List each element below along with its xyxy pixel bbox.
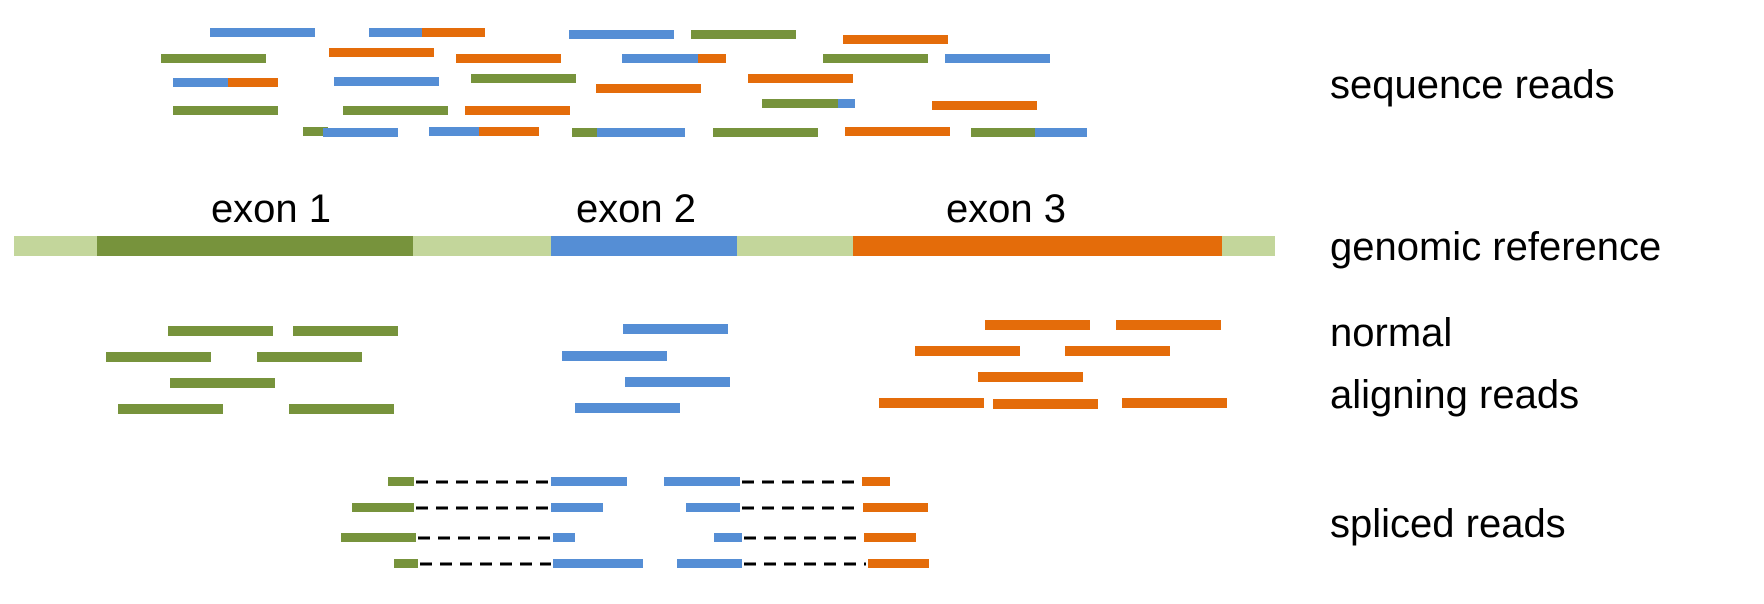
aligned-read xyxy=(623,324,728,334)
aligned-read xyxy=(106,352,211,362)
read xyxy=(622,54,698,63)
spliced-read-segment xyxy=(864,533,916,542)
read xyxy=(569,30,674,39)
spliced-reads-label: spliced reads xyxy=(1330,502,1566,546)
read xyxy=(456,54,561,63)
spliced-read-segment xyxy=(714,533,742,542)
spliced-read-segment xyxy=(352,503,414,512)
read xyxy=(465,106,570,115)
read xyxy=(429,127,479,136)
read xyxy=(691,30,796,39)
read xyxy=(173,106,278,115)
spliced-reads xyxy=(341,477,929,568)
exon-2-segment xyxy=(551,236,737,256)
read xyxy=(471,74,576,83)
aligned-read xyxy=(293,326,398,336)
aligned-read xyxy=(993,399,1098,409)
aligned-read xyxy=(1116,320,1221,330)
read xyxy=(343,106,448,115)
read xyxy=(596,84,701,93)
aligned-read xyxy=(978,372,1083,382)
aligned-read xyxy=(257,352,362,362)
exon-2-label: exon 2 xyxy=(576,187,696,231)
spliced-read-segment xyxy=(862,477,890,486)
spliced-read-segment xyxy=(341,533,416,542)
read xyxy=(228,78,278,87)
read xyxy=(698,54,726,63)
read xyxy=(479,127,539,136)
read xyxy=(422,28,485,37)
read xyxy=(845,127,950,136)
exon-1-label: exon 1 xyxy=(211,187,331,231)
spliced-read-segment xyxy=(664,477,740,486)
aligned-read xyxy=(118,404,223,414)
aligned-read xyxy=(625,377,730,387)
read xyxy=(334,77,439,86)
aligned-read xyxy=(915,346,1020,356)
spliced-read-segment xyxy=(553,559,643,568)
aligned-read xyxy=(879,398,984,408)
aligned-read xyxy=(170,378,275,388)
genomic-reference-bar xyxy=(14,236,1275,256)
spliced-read-segment xyxy=(388,477,414,486)
sequence-reads-cluster xyxy=(161,28,1087,137)
aligning-reads-label: aligning reads xyxy=(1330,373,1579,417)
spliced-read-segment xyxy=(868,559,929,568)
read xyxy=(1035,128,1087,137)
spliced-read-segment xyxy=(553,533,575,542)
read xyxy=(838,99,855,108)
read xyxy=(748,74,853,83)
read xyxy=(323,128,398,137)
aligned-read xyxy=(1122,398,1227,408)
spliced-read-segment xyxy=(551,477,627,486)
genomic-reference-label: genomic reference xyxy=(1330,225,1661,269)
aligned-read xyxy=(575,403,680,413)
read xyxy=(971,128,1035,137)
exon-1-segment xyxy=(97,236,413,256)
spliced-read-segment xyxy=(394,559,418,568)
aligned-read xyxy=(1065,346,1170,356)
aligned-read xyxy=(562,351,667,361)
aligned-read xyxy=(985,320,1090,330)
read xyxy=(843,35,948,44)
read xyxy=(572,128,597,137)
read xyxy=(161,54,266,63)
spliced-read-segment xyxy=(686,503,740,512)
read xyxy=(713,128,818,137)
exon-3-label: exon 3 xyxy=(946,187,1066,231)
read xyxy=(369,28,422,37)
normal-aligning-reads xyxy=(106,320,1227,414)
aligned-read xyxy=(289,404,394,414)
sequence-reads-label: sequence reads xyxy=(1330,63,1615,107)
read xyxy=(597,128,685,137)
aligned-read xyxy=(168,326,273,336)
exon-3-segment xyxy=(853,236,1222,256)
read xyxy=(303,127,328,136)
read xyxy=(210,28,315,37)
normal-label: normal xyxy=(1330,311,1452,355)
read xyxy=(945,54,1050,63)
read xyxy=(823,54,928,63)
read xyxy=(173,78,228,87)
spliced-read-segment xyxy=(863,503,928,512)
read xyxy=(932,101,1037,110)
read xyxy=(762,99,838,108)
spliced-read-segment xyxy=(551,503,603,512)
spliced-read-segment xyxy=(677,559,742,568)
read xyxy=(329,48,434,57)
